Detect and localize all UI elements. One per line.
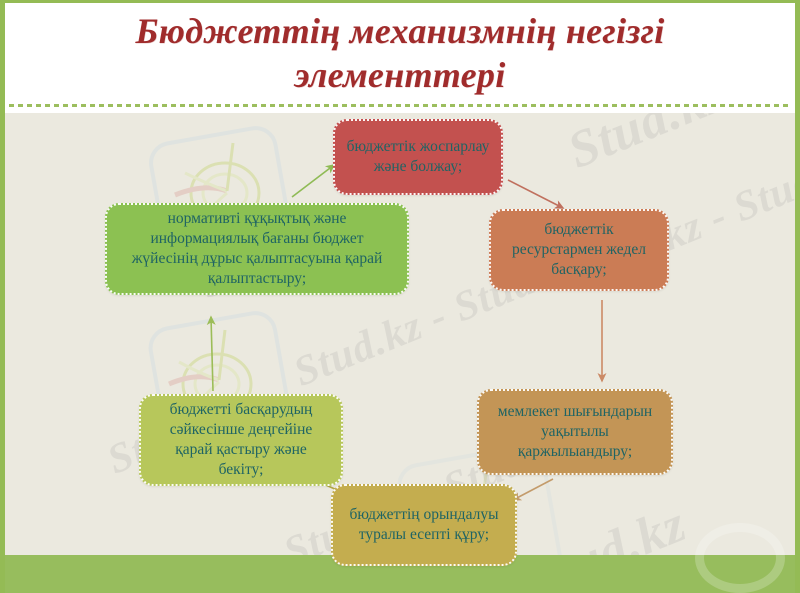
flow-node-report-label: бюджеттің орындалуы туралы есепті құру; xyxy=(349,506,499,543)
flow-node-plan-label: бюджеттік жоспарлау және болжау; xyxy=(346,138,490,175)
flow-node-finance-label: мемлекет шығындарын уақытылы қаржылыанды… xyxy=(497,403,653,460)
flow-node-approve-label: бюджетті басқарудың сәйкесінше деңгейіне… xyxy=(169,401,313,478)
flow-node-normative[interactable]: нормативті құқықтық және информациялық б… xyxy=(105,203,409,295)
flow-node-normative-label: нормативті құқықтық және информациялық б… xyxy=(131,210,383,287)
flow-node-resource-label: бюджеттік ресурстармен жедел басқару; xyxy=(512,221,646,278)
flow-node-approve[interactable]: бюджетті басқарудың сәйкесінше деңгейіне… xyxy=(139,394,343,486)
flow-node-plan[interactable]: бюджеттік жоспарлау және болжау; xyxy=(333,119,503,195)
flow-node-resource[interactable]: бюджеттік ресурстармен жедел басқару; xyxy=(489,209,669,291)
title-divider xyxy=(9,104,791,107)
flow-node-finance[interactable]: мемлекет шығындарын уақытылы қаржылыанды… xyxy=(477,389,673,475)
title-band: Бюджеттің механизмнің негізгі элементтер… xyxy=(5,3,795,105)
watermark: Stud.kz xyxy=(560,113,735,180)
watermark: Stud.kz xyxy=(520,495,695,555)
flow-node-report[interactable]: бюджеттің орындалуы туралы есепті құру; xyxy=(331,484,517,566)
page-title: Бюджеттің механизмнің негізгі элементтер… xyxy=(135,11,665,95)
